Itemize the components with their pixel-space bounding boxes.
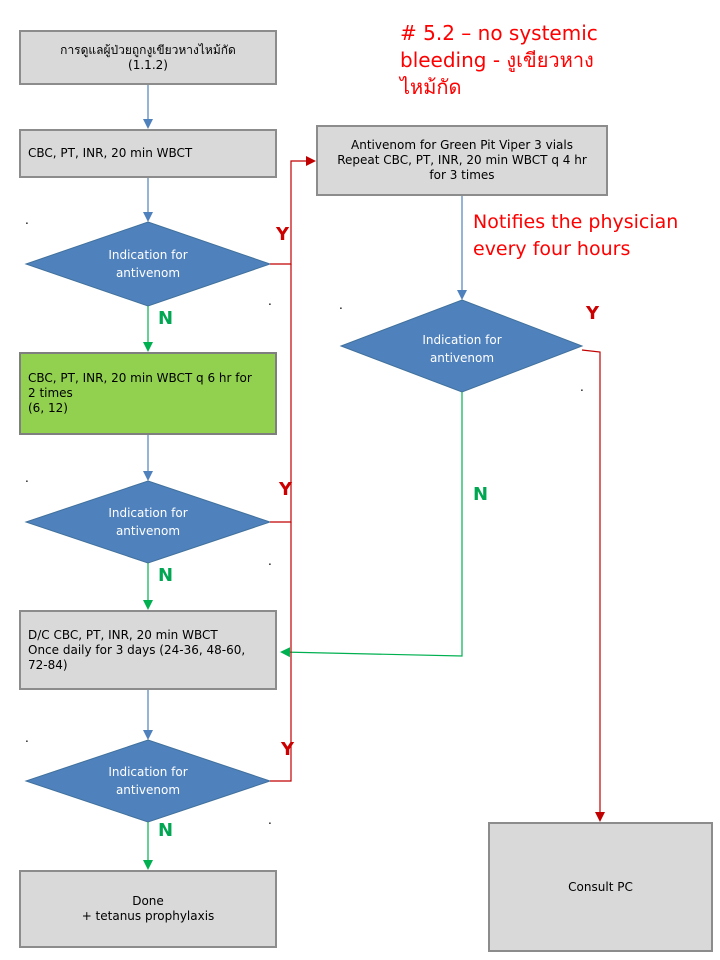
note-line-2: every four hours xyxy=(473,238,631,260)
physician-note: Notifies the physician every four hours xyxy=(473,209,678,263)
title-line-1: # 5.2 – no systemic xyxy=(400,21,598,45)
labs-box-2-line-3: (6, 12) xyxy=(28,401,68,415)
consult-box: Consult PC xyxy=(488,822,713,952)
stray-dot: . xyxy=(25,731,29,745)
stray-dot: . xyxy=(25,471,29,485)
yes-label-1: Y xyxy=(276,224,290,245)
note-line-1: Notifies the physician xyxy=(473,211,679,233)
yes-label-3: Y xyxy=(281,739,295,760)
decision-4-line-2: antivenom xyxy=(429,351,495,365)
done-box-line-2: + tetanus prophylaxis xyxy=(81,909,215,923)
antivenom-box: Antivenom for Green Pit Viper 3 vials Re… xyxy=(316,125,608,196)
antivenom-box-line-1: Antivenom for Green Pit Viper 3 vials xyxy=(351,138,573,152)
antivenom-box-line-3: for 3 times xyxy=(429,168,495,182)
diagram-title: # 5.2 – no systemic bleeding - งูเขียวหา… xyxy=(400,20,598,101)
done-box-line-1: Done xyxy=(132,894,164,908)
line-d3-yes xyxy=(270,522,292,782)
decision-text-2: Indication for antivenom xyxy=(68,504,228,540)
labs-box-3-line-3: 72-84) xyxy=(28,657,68,672)
decision-1-line-2: antivenom xyxy=(115,266,181,280)
labs-box-3-line-1: D/C CBC, PT, INR, 20 min WBCT xyxy=(28,627,218,642)
antivenom-box-line-2: Repeat CBC, PT, INR, 20 min WBCT q 4 hr xyxy=(337,153,587,167)
decision-text-3: Indication for antivenom xyxy=(68,763,228,799)
stray-dot: . xyxy=(268,294,272,308)
no-label-2: N xyxy=(158,565,174,586)
title-line-3: ไหม้กัด xyxy=(400,75,462,99)
labs-box-3-line-2: Once daily for 3 days (24-36, 48-60, xyxy=(28,642,246,657)
start-box-line-1: การดูแลผู้ป่วยถูกงูเขียวหางไหม้กัด xyxy=(60,42,236,57)
decision-2-line-1: Indication for xyxy=(108,506,188,520)
no-label-4: N xyxy=(473,484,489,505)
start-box-line-2: (1.1.2) xyxy=(128,57,168,72)
stray-dot: . xyxy=(268,813,272,827)
arrow-d4-yes xyxy=(581,349,605,822)
yes-label-4: Y xyxy=(586,303,600,324)
labs-box-1-line-1: CBC, PT, INR, 20 min WBCT xyxy=(28,146,193,160)
decision-2-line-2: antivenom xyxy=(115,524,181,538)
stray-dot: . xyxy=(268,554,272,568)
arrow-d4-no xyxy=(280,392,463,658)
decision-text-1: Indication for antivenom xyxy=(68,246,228,282)
title-line-2: bleeding - งูเขียวหาง xyxy=(400,48,594,72)
labs-box-2-line-1: CBC, PT, INR, 20 min WBCT q 6 hr for xyxy=(28,371,252,385)
labs-box-1: CBC, PT, INR, 20 min WBCT xyxy=(19,129,277,178)
decision-4-line-1: Indication for xyxy=(422,333,502,347)
done-box: Done + tetanus prophylaxis xyxy=(19,870,277,948)
stray-dot: . xyxy=(339,298,343,312)
labs-box-2: CBC, PT, INR, 20 min WBCT q 6 hr for 2 t… xyxy=(19,352,277,435)
no-label-1: N xyxy=(158,308,174,329)
consult-box-line-1: Consult PC xyxy=(568,879,633,894)
stray-dot: . xyxy=(25,213,29,227)
yes-label-2: Y xyxy=(279,479,293,500)
decision-1-line-1: Indication for xyxy=(108,248,188,262)
labs-box-2-line-2: 2 times xyxy=(28,386,73,400)
decision-3-line-2: antivenom xyxy=(115,783,181,797)
decision-text-4: Indication for antivenom xyxy=(382,331,542,367)
no-label-3: N xyxy=(158,820,174,841)
decision-3-line-1: Indication for xyxy=(108,765,188,779)
labs-box-3: D/C CBC, PT, INR, 20 min WBCT Once daily… xyxy=(19,610,277,690)
arrow-d1-yes xyxy=(270,156,316,265)
start-box: การดูแลผู้ป่วยถูกงูเขียวหางไหม้กัด (1.1.… xyxy=(19,30,277,85)
stray-dot: . xyxy=(580,380,584,394)
